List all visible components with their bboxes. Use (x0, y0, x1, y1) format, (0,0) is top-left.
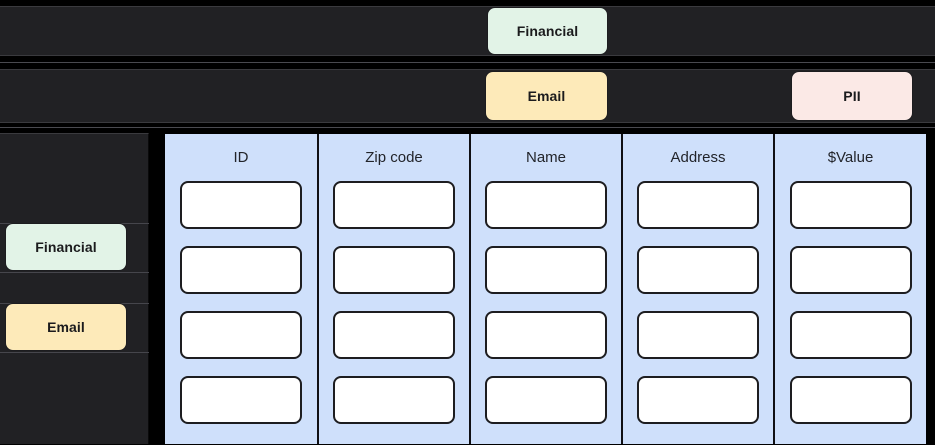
table-cell[interactable] (789, 181, 912, 229)
tag-chip-email-top[interactable]: Email (485, 71, 608, 121)
table-column-value: $Value (775, 134, 926, 444)
table-cell[interactable] (333, 246, 455, 294)
column-cells-value (775, 181, 926, 444)
table-cell[interactable] (637, 376, 759, 424)
tag-row-2 (0, 69, 935, 123)
tag-row-1 (0, 6, 935, 56)
table-cell[interactable] (485, 311, 607, 359)
table-column-name: Name (471, 134, 623, 444)
column-header-address: Address (670, 149, 726, 166)
table-cell[interactable] (485, 246, 607, 294)
column-header-id: ID (233, 149, 249, 166)
table-column-id: ID (165, 134, 319, 444)
table-cell[interactable] (333, 181, 455, 229)
row-separator-1 (0, 62, 935, 63)
column-cells-name (471, 181, 621, 444)
column-header-name: Name (525, 149, 566, 166)
table-cell[interactable] (333, 311, 455, 359)
column-cells-address (623, 181, 773, 444)
sidebar-panel (0, 133, 149, 444)
tag-chip-financial-top[interactable]: Financial (487, 7, 608, 55)
table-cell[interactable] (637, 181, 759, 229)
column-cells-id (165, 181, 317, 444)
column-header-value: $Value (827, 149, 874, 166)
table-cell[interactable] (789, 376, 912, 424)
sidebar-item-financial[interactable]: Financial (5, 223, 127, 271)
sidebar-item-email[interactable]: Email (5, 303, 127, 351)
row-separator-2 (0, 127, 935, 128)
table-cell[interactable] (180, 246, 302, 294)
table-cell[interactable] (333, 376, 455, 424)
table-cell[interactable] (180, 376, 302, 424)
table-cell[interactable] (485, 181, 607, 229)
tag-chip-pii-top[interactable]: PII (791, 71, 913, 121)
table-cell[interactable] (789, 246, 912, 294)
table-cell[interactable] (180, 311, 302, 359)
table-cell[interactable] (637, 311, 759, 359)
column-header-zip-code: Zip code (365, 149, 423, 166)
data-table: ID Zip code Name (165, 134, 926, 444)
table-column-zip-code: Zip code (319, 134, 471, 444)
table-cell[interactable] (637, 246, 759, 294)
table-cell[interactable] (485, 376, 607, 424)
table-cell[interactable] (180, 181, 302, 229)
table-column-address: Address (623, 134, 775, 444)
column-cells-zip-code (319, 181, 469, 444)
table-cell[interactable] (789, 311, 912, 359)
